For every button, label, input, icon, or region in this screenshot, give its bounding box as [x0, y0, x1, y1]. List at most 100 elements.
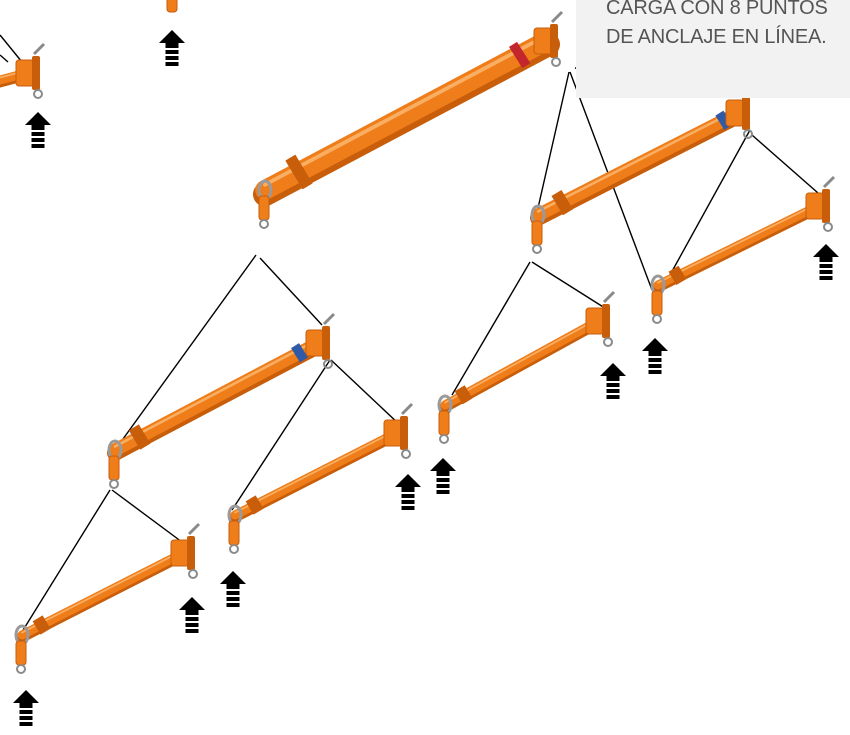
beam-mid-right-lug-collar: [454, 385, 473, 405]
beam-center-end-plate: [400, 416, 408, 450]
beam-center-hook-body: [228, 520, 240, 546]
lift-arrow-6-head: [395, 474, 421, 492]
beam-bottom-left-end-pin: [187, 522, 201, 536]
beam-mid-left-tube-highlight: [113, 337, 322, 448]
sling-line-6: [531, 261, 609, 311]
beam-upper-right-hook-body: [531, 220, 543, 246]
beam-mid-left-hook-body: [108, 455, 120, 481]
beam-top-tube: [255, 30, 558, 200]
lift-arrow-2-bar-2: [819, 270, 833, 274]
beam-far-right-end-cap: [805, 192, 825, 220]
beam-bottom-left-end-cap: [170, 539, 190, 567]
beam-center-hook-eye: [229, 544, 239, 554]
beam-top: [253, 10, 564, 229]
sling-line-7: [114, 254, 257, 451]
lift-arrow-1-bar-2: [31, 138, 45, 142]
lift-arrow-9-bar-1: [19, 710, 33, 714]
beam-upper-right-end-plate: [742, 96, 750, 130]
beam-bottom-left-tube: [17, 547, 190, 640]
beam-mid-left-tube: [108, 335, 327, 457]
beam-mid-right-hook-body: [438, 410, 450, 436]
beam-top-end-eye: [551, 57, 561, 67]
lift-arrow-4-bar-1: [606, 383, 620, 387]
beam-upper-right-lug-collar: [551, 190, 574, 216]
beam-edge-left-end-eye: [33, 89, 43, 99]
beam-mid-left-lug-collar: [128, 424, 151, 450]
lift-arrow-2-bar-1: [819, 264, 833, 268]
beam-mid-left-end-plate: [322, 326, 330, 360]
lift-arrow-6-bar-2: [401, 500, 415, 504]
lift-arrow-9-bar-2: [19, 716, 33, 720]
lift-arrow-6-bar-3: [401, 506, 415, 510]
beam-mid-left-hook-eye: [109, 479, 119, 489]
spreader-beams: [0, 0, 836, 674]
beam-bottom-left-hook-body: [15, 640, 27, 666]
beam-center: [227, 402, 414, 554]
sling-line-1: [537, 71, 570, 209]
beam-far-right-end-pin: [822, 175, 836, 189]
beam-bottom-left: [14, 522, 201, 674]
lift-arrow-5-bar-2: [436, 484, 450, 488]
lift-arrow-5-head: [430, 458, 456, 476]
lift-arrow-1-bar-3: [31, 144, 45, 148]
beam-mid-right-end-pin: [602, 290, 616, 304]
beam-far-right-tube: [653, 200, 825, 290]
caption-box: CARGA CON 8 PUNTOS DE ANCLAJE EN LÍNEA.: [576, 0, 850, 98]
lift-arrow-3-bar-2: [648, 364, 662, 368]
caption-line-1: CARGA CON 8 PUNTOS: [606, 0, 828, 19]
sling-line-8: [259, 257, 323, 326]
hook-top-partial: [166, 0, 178, 13]
beam-mid-left: [107, 312, 336, 489]
beam-far-right: [650, 175, 836, 324]
lift-arrow-9-head: [13, 690, 39, 708]
lift-arrow-4-bar-3: [606, 395, 620, 399]
beam-edge-left-end-pin: [32, 42, 46, 56]
sling-line-5: [451, 261, 531, 396]
beam-top-hook-body: [258, 195, 270, 221]
beam-upper-right: [530, 82, 756, 254]
beam-far-right-end-eye: [823, 222, 833, 232]
lift-arrow-4-head: [600, 363, 626, 381]
lift-arrow-8-bar-1: [185, 617, 199, 621]
lift-arrow-4: [600, 363, 626, 399]
lift-arrow-7-head: [220, 571, 246, 589]
beam-mid-right-hook-eye: [439, 434, 449, 444]
lift-arrow-1: [25, 112, 51, 148]
beam-top-hook-eye: [259, 219, 269, 229]
beam-mid-left-end-pin: [322, 312, 336, 326]
beam-mid-right-end-cap: [585, 307, 605, 335]
beam-center-end-cap: [383, 419, 403, 447]
beam-edge-left-end-cap: [15, 59, 35, 87]
beam-center-tube: [230, 427, 403, 520]
lift-arrow-5-bar-1: [436, 478, 450, 482]
lift-arrow-7: [220, 571, 246, 607]
lift-arrow-3-bar-3: [648, 370, 662, 374]
beam-top-collar: [509, 41, 531, 69]
sling-line-11: [19, 489, 111, 636]
lift-arrow-5: [430, 458, 456, 494]
beam-bottom-left-end-eye: [188, 569, 198, 579]
sling-line-12: [111, 489, 187, 546]
lift-arrow-0: [159, 30, 185, 66]
lift-arrow-2-head: [813, 244, 839, 262]
sling-line-13: [0, 34, 23, 63]
beam-far-right-end-plate: [822, 189, 830, 223]
lift-arrow-6: [395, 474, 421, 510]
beam-edge-left: [0, 42, 46, 99]
beam-top-end-cap: [533, 27, 553, 55]
sling-lines: [0, 34, 827, 636]
beam-far-right-hook-body: [651, 290, 663, 316]
beam-upper-right-tube: [531, 105, 747, 222]
beam-bottom-left-hook-eye: [16, 664, 26, 674]
lift-arrow-0-bar-1: [165, 50, 179, 54]
beam-center-lug-collar: [245, 495, 264, 515]
beam-upper-right-hook-eye: [532, 244, 542, 254]
lift-arrow-9: [13, 690, 39, 726]
lift-arrow-1-bar-1: [31, 132, 45, 136]
beam-bottom-left-lug-collar: [32, 615, 51, 635]
sling-line-4: [751, 134, 827, 201]
beam-far-right-lug-collar: [668, 265, 687, 286]
beam-mid-left-end-eye: [323, 359, 333, 369]
lift-arrow-1-head: [25, 112, 51, 130]
beam-far-right-hook-eye: [652, 314, 662, 324]
